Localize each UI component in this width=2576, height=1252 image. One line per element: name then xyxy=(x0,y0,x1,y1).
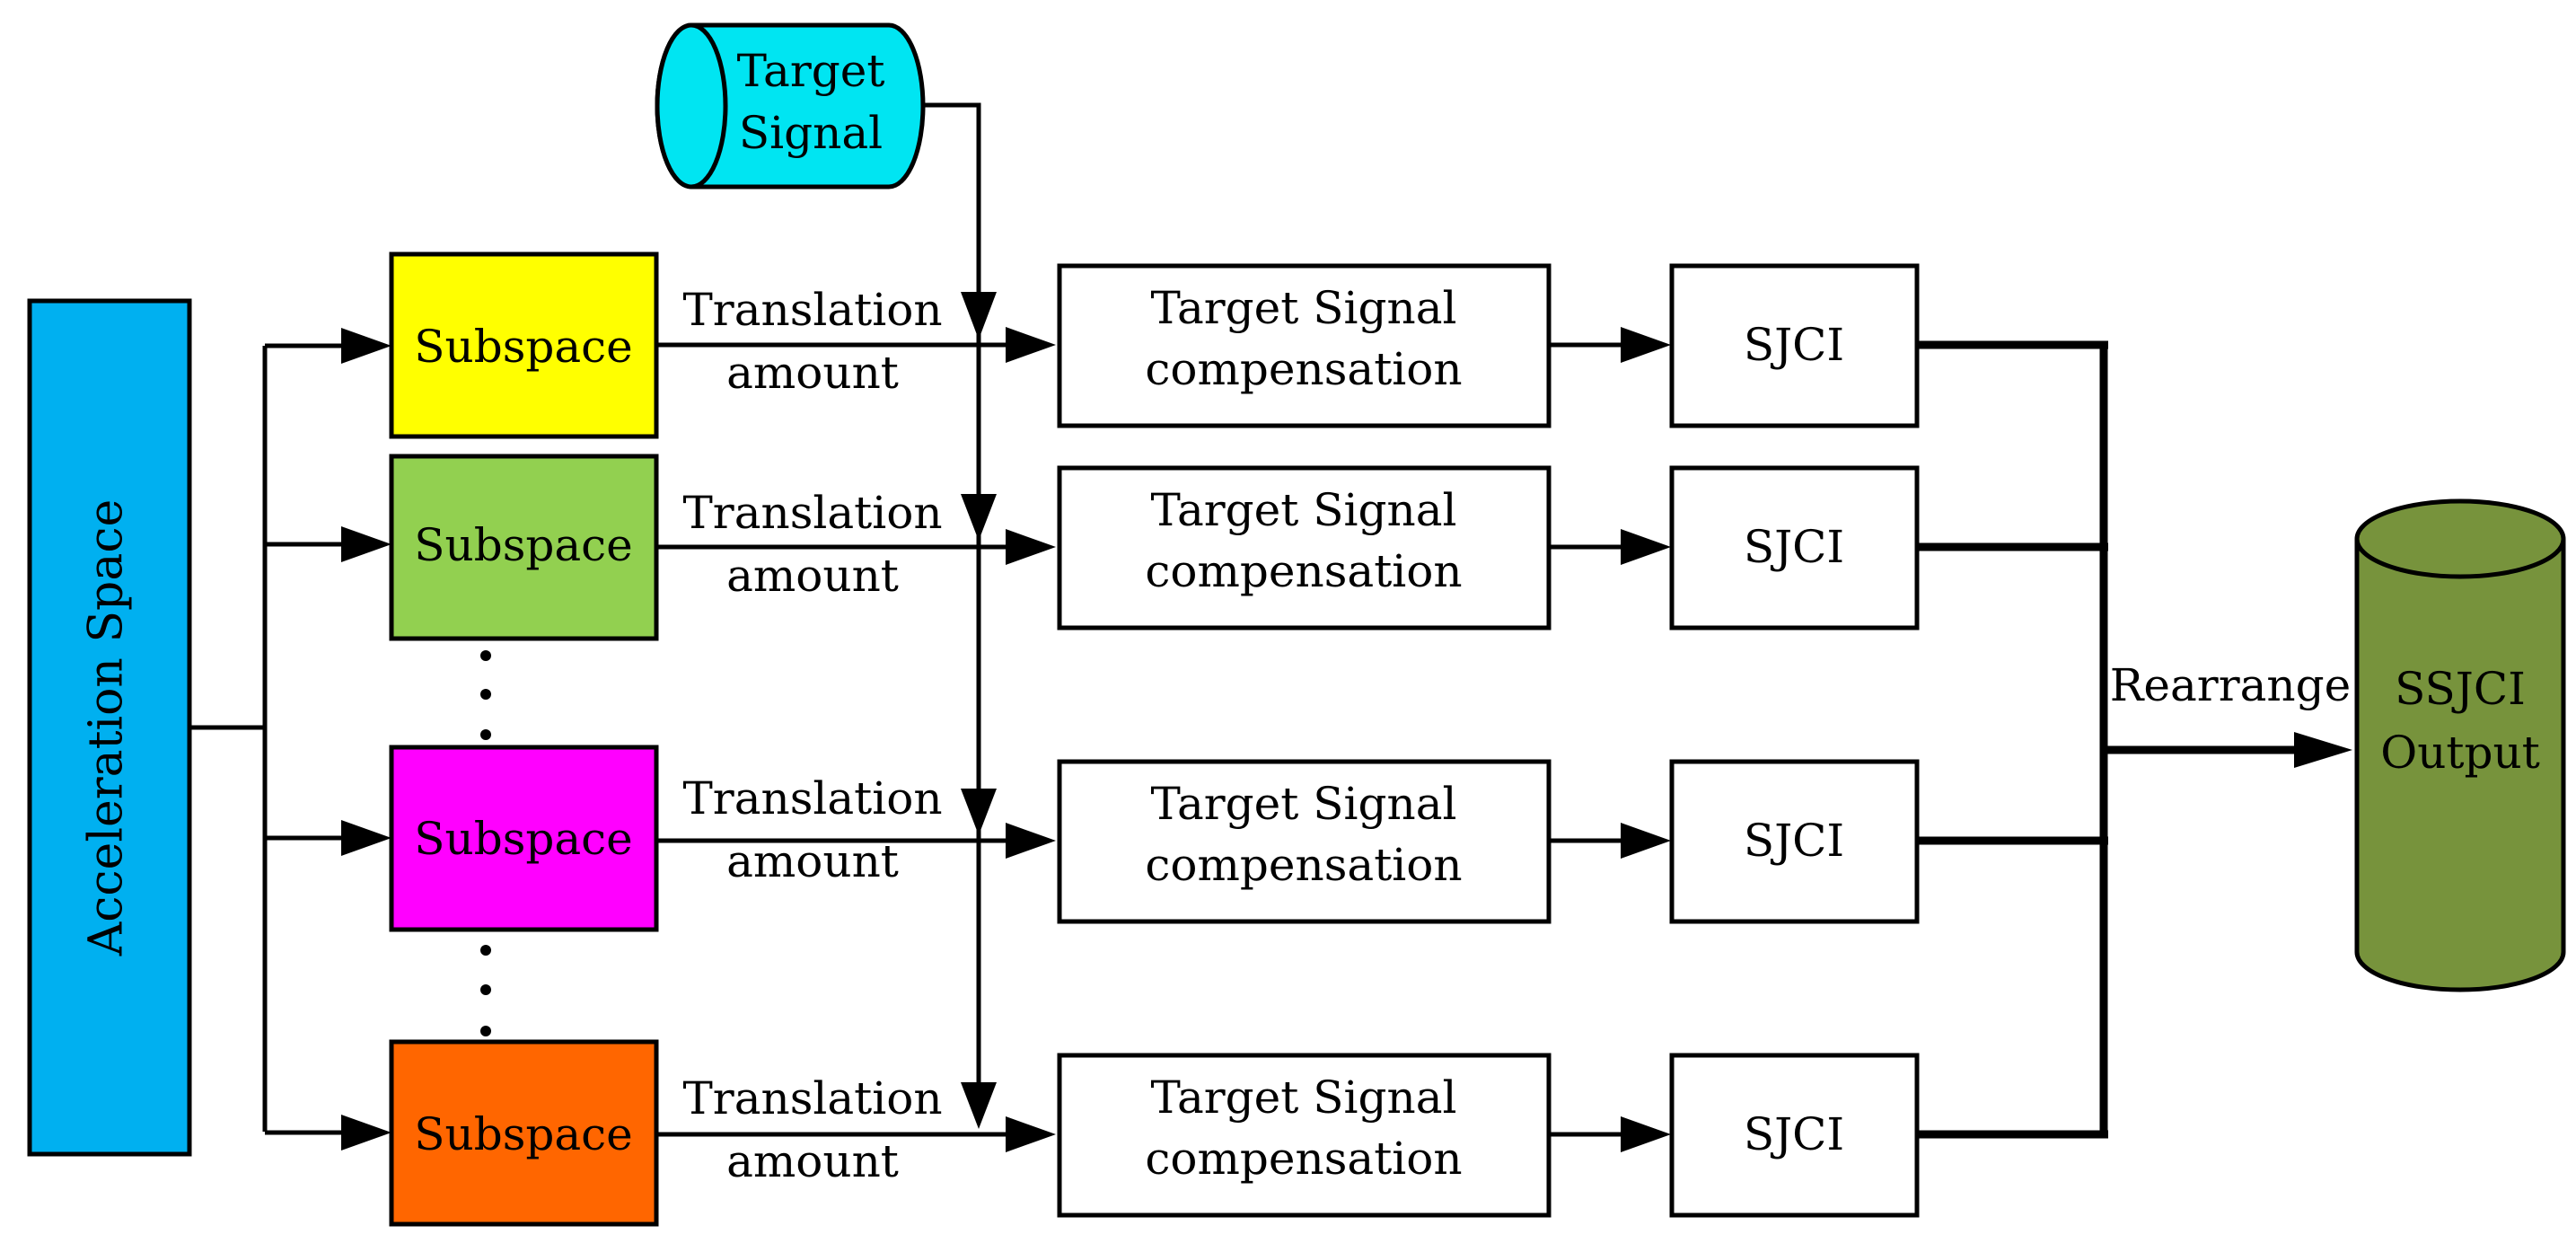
target-signal-label-line2: Signal xyxy=(739,107,883,159)
target-signal-label-line1: Target xyxy=(737,45,885,97)
arrow-down-4 xyxy=(961,1082,997,1129)
compensation-box-1 xyxy=(1057,263,1552,428)
output-label-line2: Output xyxy=(2380,727,2540,779)
rearrange-label: Rearrange xyxy=(2110,659,2351,711)
sjci-boxes: SJCI SJCI SJCI SJCI xyxy=(1669,263,1920,1218)
compensation-label-3-line1: Target Signal xyxy=(1150,778,1456,830)
subspace-label-4: Subspace xyxy=(414,1108,633,1160)
row-connectors xyxy=(265,340,2108,1139)
ellipsis-dot xyxy=(480,1026,491,1036)
compensation-box-3 xyxy=(1057,759,1552,924)
acceleration-space-box xyxy=(27,298,192,1157)
compensation-box-4 xyxy=(1057,1053,1552,1218)
translation-label-4-line2: amount xyxy=(726,1135,899,1187)
subspace-box-1 xyxy=(389,251,659,439)
subspace-box-2 xyxy=(389,454,659,641)
output-cylinder-body xyxy=(2354,539,2566,992)
translation-label-2-line1: Translation xyxy=(682,487,942,539)
subspace-box-4 xyxy=(389,1039,659,1227)
arrow-to-subspace-3 xyxy=(341,820,391,856)
arrow-to-subspace-1 xyxy=(341,328,391,364)
arrow-to-sjci-2 xyxy=(1621,529,1671,565)
arrow-to-comp-4 xyxy=(1006,1116,1056,1152)
sjci-label-4: SJCI xyxy=(1744,1108,1844,1160)
ellipsis-dot xyxy=(480,984,491,995)
subspace-label-1: Subspace xyxy=(414,321,633,373)
arrow-to-comp-2 xyxy=(1006,529,1056,565)
subspace-label-3: Subspace xyxy=(414,813,633,865)
compensation-label-4-line1: Target Signal xyxy=(1150,1071,1456,1124)
arrow-down-2 xyxy=(961,494,997,541)
sjci-label-2: SJCI xyxy=(1744,521,1844,573)
target-signal-line xyxy=(902,102,981,1091)
ssjci-output: SSJCI Output xyxy=(2354,498,2566,992)
compensation-label-2-line2: compensation xyxy=(1145,545,1462,597)
target-signal-cylinder-cap xyxy=(655,22,728,190)
sjci-box-3 xyxy=(1669,759,1920,924)
target-signal-source: Target Signal xyxy=(655,22,926,190)
subspace-box-3 xyxy=(389,745,659,932)
compensation-label-2-line1: Target Signal xyxy=(1150,484,1456,536)
arrow-to-subspace-2 xyxy=(341,526,391,562)
ellipsis-dot xyxy=(480,650,491,661)
sjci-label-1: SJCI xyxy=(1744,319,1844,371)
ellipsis-dots xyxy=(480,650,491,1036)
translation-label-4-line1: Translation xyxy=(682,1072,942,1124)
sjci-box-4 xyxy=(1669,1053,1920,1218)
compensation-label-1-line2: compensation xyxy=(1145,343,1462,395)
arrow-to-output xyxy=(2294,732,2352,768)
sjci-box-2 xyxy=(1669,465,1920,630)
compensation-label-3-line2: compensation xyxy=(1145,839,1462,891)
compensation-box-2 xyxy=(1057,465,1552,630)
sjci-label-3: SJCI xyxy=(1744,815,1844,867)
output-cylinder-top xyxy=(2354,498,2566,579)
translation-label-2-line2: amount xyxy=(726,550,899,602)
ellipsis-dot xyxy=(480,729,491,740)
arrowheads xyxy=(341,292,2352,1152)
ellipsis-dot xyxy=(480,945,491,956)
compensation-label-4-line2: compensation xyxy=(1145,1133,1462,1185)
compensation-label-1-line1: Target Signal xyxy=(1150,282,1456,334)
translation-label-3-line2: amount xyxy=(726,835,899,887)
arrow-to-sjci-3 xyxy=(1621,823,1671,859)
sjci-box-1 xyxy=(1669,263,1920,428)
acceleration-space-label: Acceleration Space xyxy=(80,499,134,957)
acceleration-space-block: Acceleration Space xyxy=(27,298,192,1157)
translation-labels: Translation amount Translation amount Tr… xyxy=(682,284,942,1187)
subspace-label-2: Subspace xyxy=(414,519,633,571)
arrow-to-comp-1 xyxy=(1006,327,1056,363)
subspace-boxes: Subspace Subspace Subspace Subspace xyxy=(389,251,659,1227)
output-label-line1: SSJCI xyxy=(2395,663,2526,715)
arrow-to-comp-3 xyxy=(1006,823,1056,859)
translation-label-1-line2: amount xyxy=(726,347,899,399)
translation-label-1-line1: Translation xyxy=(682,284,942,336)
translation-label-3-line1: Translation xyxy=(682,772,942,824)
arrow-to-subspace-4 xyxy=(341,1115,391,1151)
arrow-to-sjci-4 xyxy=(1621,1116,1671,1152)
ellipsis-dot xyxy=(480,689,491,700)
arrow-down-3 xyxy=(961,789,997,835)
compensation-boxes: Target Signal compensation Target Signal… xyxy=(1057,263,1552,1218)
arrow-to-sjci-1 xyxy=(1621,327,1671,363)
arrow-down-1 xyxy=(961,292,997,339)
connectors xyxy=(189,102,2299,1136)
